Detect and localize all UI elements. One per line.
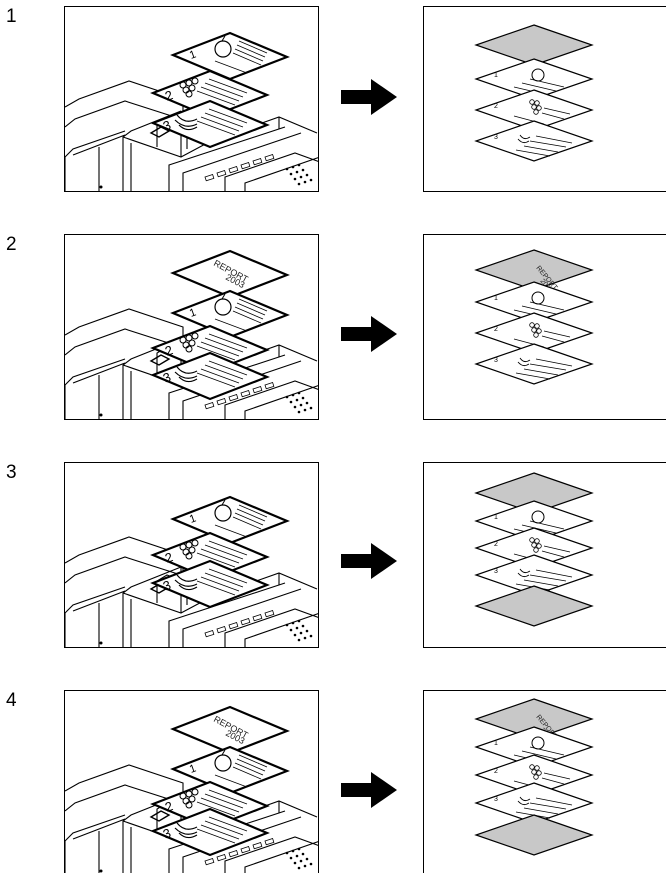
original-sheet-1 xyxy=(173,747,287,793)
step-row-4: 4 REPORT 2003 REPORT 2003 xyxy=(0,690,666,895)
copier-icon: REPORT 2003 xyxy=(65,691,319,873)
step-number-1: 1 xyxy=(6,6,17,28)
copier-icon: REPORT 2003 xyxy=(65,235,319,420)
step-row-2: 2 REPORT 2003 REPORT 2003 xyxy=(0,234,666,439)
output-page-3 xyxy=(476,344,592,384)
original-sheet-1 xyxy=(173,291,287,337)
right-arrow-icon xyxy=(341,79,397,115)
output-panel-2: REPORT 2003 xyxy=(423,234,666,420)
output-page-3 xyxy=(476,121,592,161)
original-sheet-1 xyxy=(173,33,287,79)
output-panel-1 xyxy=(423,6,666,192)
output-cover-back-blank xyxy=(476,815,592,855)
original-panel-4: REPORT 2003 xyxy=(64,690,319,873)
output-panel-3 xyxy=(423,462,666,648)
right-arrow-icon xyxy=(341,772,397,808)
copier-icon xyxy=(65,7,319,192)
original-panel-1 xyxy=(64,6,319,192)
step-row-3: 3 xyxy=(0,462,666,667)
right-arrow-icon xyxy=(341,316,397,352)
step-number-4: 4 xyxy=(6,690,17,712)
step-row-1: 1 xyxy=(0,6,666,211)
copier-icon xyxy=(65,463,319,648)
original-sheet-3 xyxy=(153,101,267,147)
original-sheet-1 xyxy=(173,497,287,543)
output-cover-back-blank xyxy=(476,586,592,626)
right-arrow-icon xyxy=(341,543,397,579)
original-panel-2: REPORT 2003 xyxy=(64,234,319,420)
original-panel-3 xyxy=(64,462,319,648)
step-number-3: 3 xyxy=(6,462,17,484)
original-sheet-3 xyxy=(153,561,267,607)
output-panel-4: REPORT 2003 xyxy=(423,690,666,873)
step-number-2: 2 xyxy=(6,234,17,256)
